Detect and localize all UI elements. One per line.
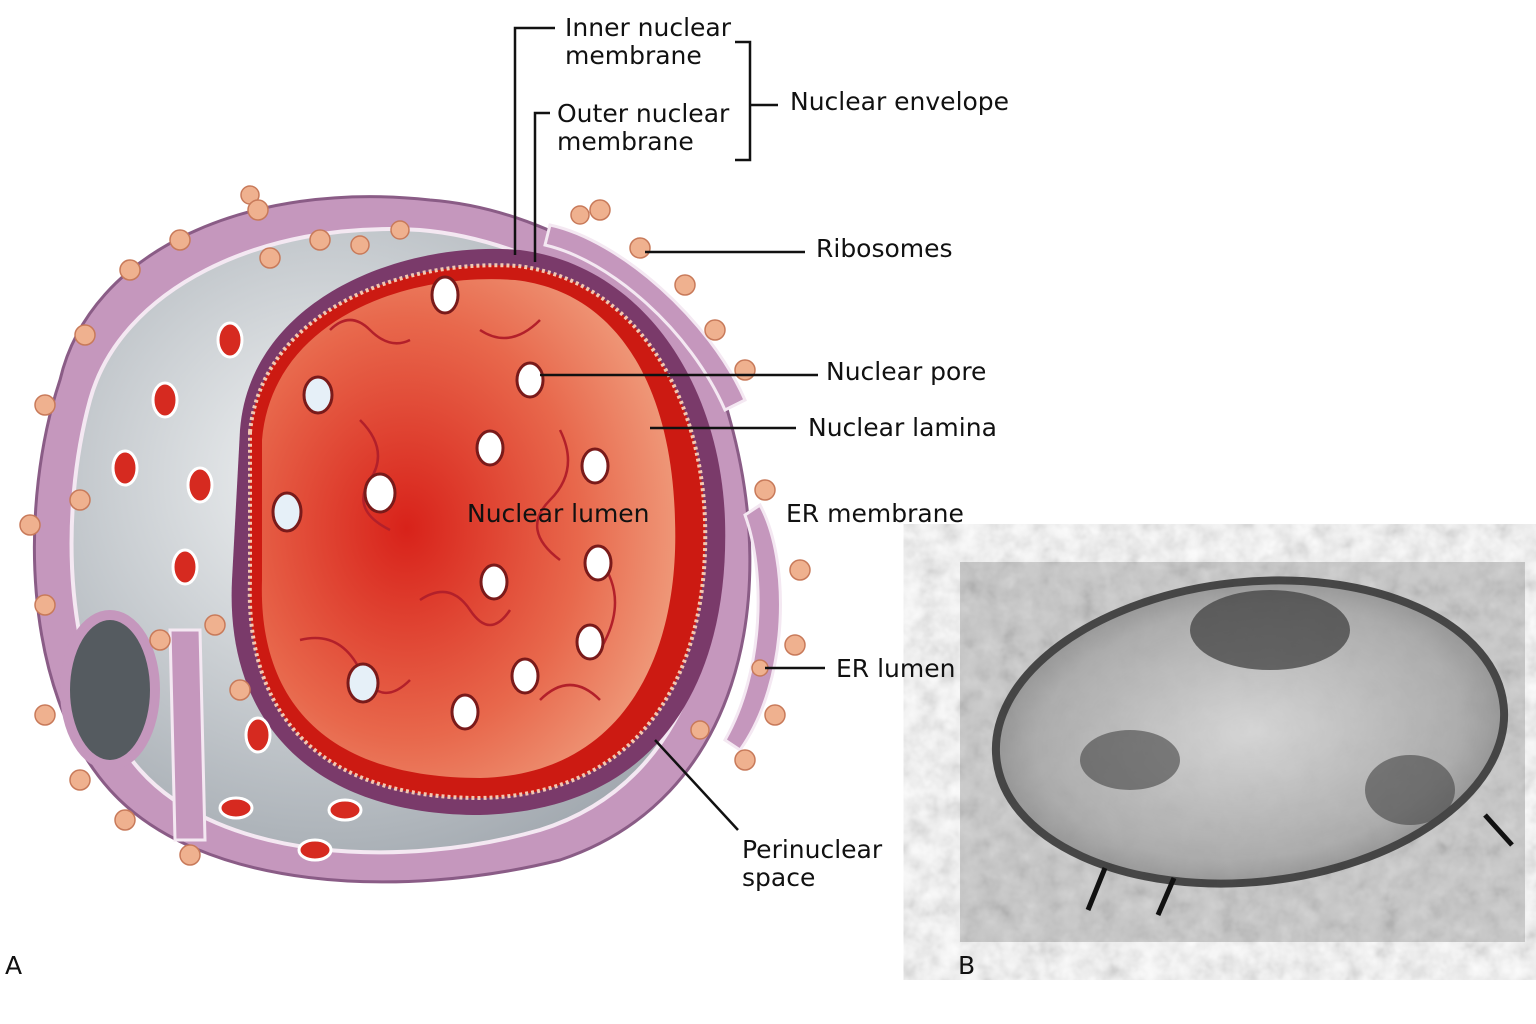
label-nuclear-envelope: Nuclear envelope: [790, 87, 1010, 116]
label-line: membrane: [565, 41, 702, 70]
nucleus: [261, 279, 676, 778]
label-nuclear-lumen: Nuclear lumen: [467, 499, 650, 528]
er-pores: [111, 321, 363, 862]
ribosomes: [19, 185, 811, 866]
panel-letter-b: B: [958, 951, 976, 980]
label-line: Inner nuclear: [565, 13, 732, 42]
label-line: Perinuclear: [742, 835, 883, 864]
label-line: membrane: [557, 127, 694, 156]
electron-micrograph[interactable]: [960, 556, 1525, 942]
label-ribosomes: Ribosomes: [816, 234, 953, 263]
leader-lines: [513, 26, 825, 831]
arrows: [1085, 813, 1514, 916]
label-er-lumen: ER lumen: [836, 654, 956, 683]
label-line: Outer nuclear: [557, 99, 730, 128]
er-cisternae: [168, 223, 782, 842]
panel-letter-a: A: [5, 951, 23, 980]
label-nuclear-pore: Nuclear pore: [826, 357, 987, 386]
label-nuclear-lamina: Nuclear lamina: [808, 413, 997, 442]
label-line: space: [742, 863, 816, 892]
label-er-membrane: ER membrane: [786, 499, 964, 528]
vesicle: [60, 610, 160, 770]
nuclear-pores: [271, 275, 613, 731]
